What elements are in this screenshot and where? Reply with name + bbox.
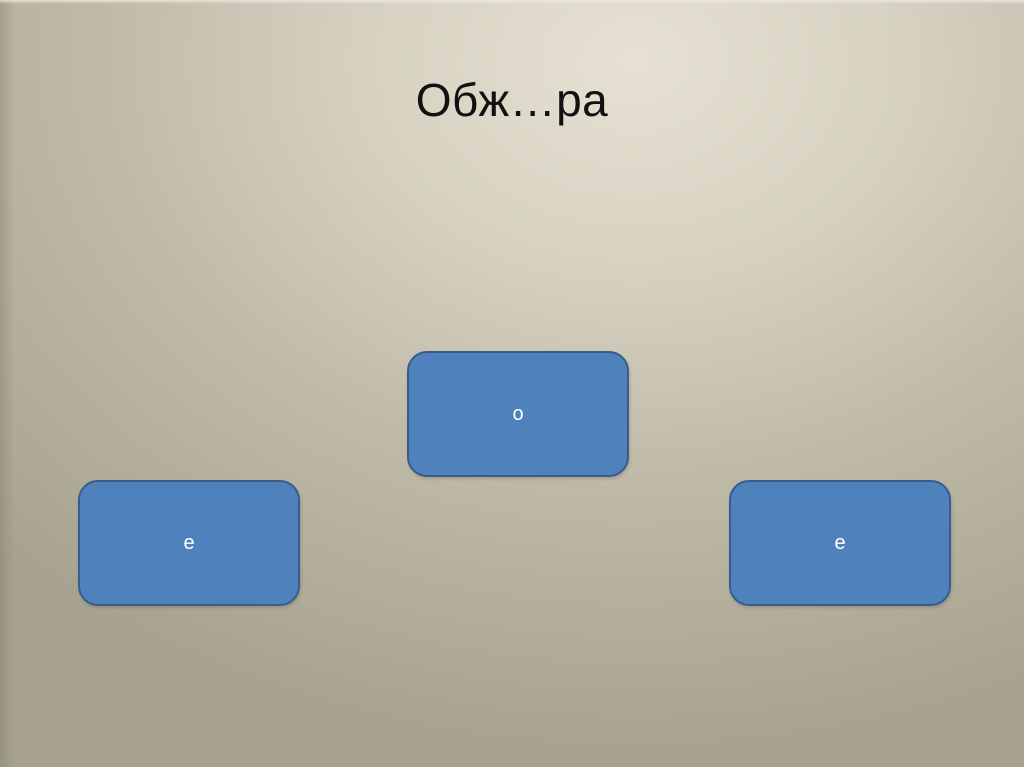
diagram-node-top-label: о bbox=[512, 402, 524, 425]
diagram-node-right-label: е bbox=[834, 531, 846, 554]
diagram-node-left-label: е bbox=[183, 531, 195, 554]
diagram-node-right: е bbox=[729, 480, 951, 606]
slide-top-edge bbox=[0, 0, 1024, 4]
diagram-node-left: е bbox=[78, 480, 300, 606]
diagram-node-top: о bbox=[407, 351, 629, 477]
slide-left-edge bbox=[0, 0, 14, 767]
slide-title: Обж…ра bbox=[415, 74, 609, 126]
